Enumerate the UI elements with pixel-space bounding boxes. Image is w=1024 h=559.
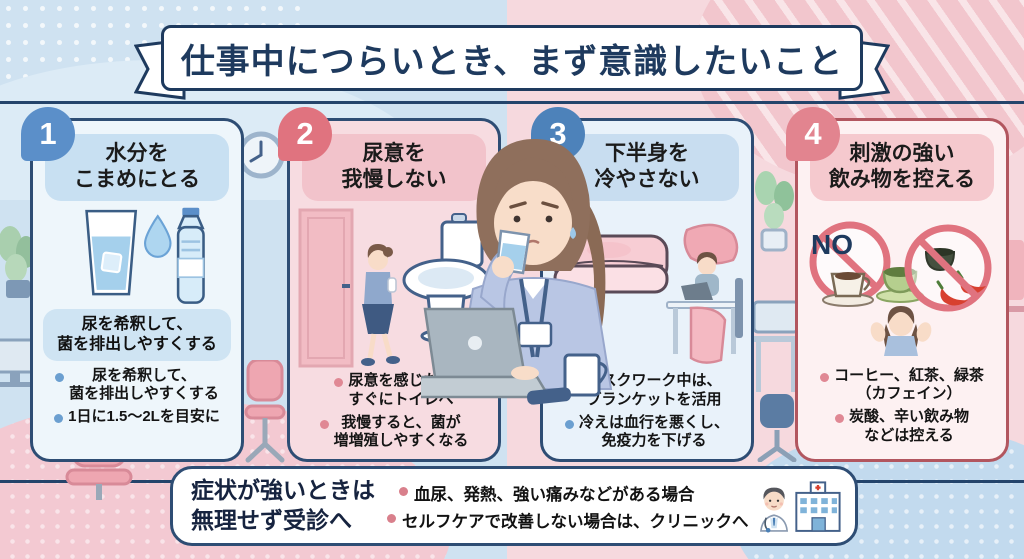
bullet-dot-icon	[834, 414, 844, 423]
card-number-badge: 1	[21, 107, 75, 161]
card-bullet-list: コーヒー、紅茶、緑茶 （カフェイン） 炭酸、辛い飲み物 などは控える	[798, 367, 1006, 454]
card-number-badge: 2	[278, 107, 332, 161]
monitor-edge-icon	[1004, 240, 1024, 312]
laptop-icon	[421, 307, 552, 399]
id-badge-icon	[517, 321, 553, 348]
list-item: 1日に1.5〜2Lを目安に	[41, 408, 233, 427]
hydration-illustration	[33, 205, 241, 307]
bullet-dot-icon	[319, 419, 329, 429]
title-box: 仕事中につらいとき、まず意識したいこと	[161, 25, 863, 91]
bullet-dot-icon	[820, 372, 830, 382]
blanket-scene-icon	[553, 223, 743, 365]
bullet-dot-icon	[55, 372, 65, 382]
sweat-drop-icon	[570, 227, 576, 239]
footer-banner: 症状が強いときは 無理せず受診へ 血尿、発熱、強い痛みなどがある場合 セルフケア…	[170, 466, 858, 546]
list-item: 血尿、発熱、強い痛みなどがある場合	[399, 481, 749, 505]
no-label: NO	[811, 229, 853, 260]
list-item: 尿を希釈して、 菌を排出しやすくする	[41, 367, 233, 405]
card-heading: 刺激の強い 飲み物を控える	[810, 134, 994, 201]
divider-line-top	[0, 101, 1024, 104]
desk-worker-illustration	[666, 223, 743, 365]
walking-woman-illustration	[361, 244, 400, 367]
card-number-badge: 4	[786, 107, 840, 161]
card-highlight-note: 尿を希釈して、 菌を排出しやすくする	[43, 308, 231, 361]
water-drop-icon	[143, 213, 172, 258]
bullet-dot-icon	[334, 378, 344, 387]
card-heading: 水分を こまめにとる	[45, 134, 229, 201]
footer-title: 症状が強いときは 無理せず受診へ	[191, 477, 375, 533]
bullet-dot-icon	[387, 513, 396, 523]
list-item: 我慢すると、菌が 増増殖しやすくなる	[298, 414, 490, 452]
prohibited-drinks-icon: NO	[809, 221, 992, 356]
list-item: コーヒー、紅茶、緑茶 （カフェイン）	[806, 367, 998, 405]
list-item: 冷えは血行を悪くし、 免疫力を下げる	[551, 414, 743, 452]
doctor-illustration	[759, 487, 788, 533]
red-cross-icon	[814, 485, 821, 491]
phone-icon	[526, 387, 572, 405]
coffee-cup-icon	[822, 271, 874, 307]
card-bullet-list: デスクワーク中は、 ブランケットを活用 冷えは血行を悪くし、 免疫力を下げる	[543, 372, 751, 459]
card-avoid-stimulants: 4 刺激の強い 飲み物を控える NO	[786, 107, 1009, 462]
doctor-hospital-illustration	[759, 481, 841, 533]
water-glass-icon	[85, 207, 205, 304]
list-item: セルフケアで改善しない場合は、クリニックへ	[387, 508, 749, 532]
card-heading: 尿意を 我慢しない	[302, 134, 486, 201]
drinking-woman-illustration	[421, 139, 613, 405]
list-item: デスクワーク中は、 ブランケットを活用	[551, 372, 743, 410]
card-hydration: 1 水分を こまめにとる 尿を希釈して、 菌を排出しやすくする 尿を希釈し	[21, 107, 244, 462]
office-chair-pink-icon	[244, 360, 286, 463]
mug-icon	[563, 353, 608, 397]
plant-icon	[0, 226, 40, 387]
bullet-dot-icon	[399, 486, 408, 496]
plant-icon	[755, 171, 794, 252]
hospital-icon	[794, 481, 841, 532]
water-bottle-icon	[176, 207, 205, 304]
refusing-woman-illustration	[870, 305, 932, 356]
desk-and-chair-icon	[748, 300, 804, 462]
blanket-illustration	[543, 205, 751, 373]
list-item: 炭酸、辛い飲み物 などは控える	[806, 408, 998, 446]
page-title: 仕事中につらいとき、まず意識したいこと	[180, 42, 844, 81]
no-sign-icon	[904, 224, 992, 311]
footer-bullet-list: 血尿、発熱、強い痛みなどがある場合 セルフケアで改善しない場合は、クリニックへ	[383, 481, 749, 532]
bullet-dot-icon	[564, 419, 574, 429]
card-bullet-list: 尿を希釈して、 菌を排出しやすくする 1日に1.5〜2Lを目安に	[33, 367, 241, 435]
no-drinks-illustration: NO	[798, 205, 1006, 367]
bullet-dot-icon	[54, 414, 64, 423]
